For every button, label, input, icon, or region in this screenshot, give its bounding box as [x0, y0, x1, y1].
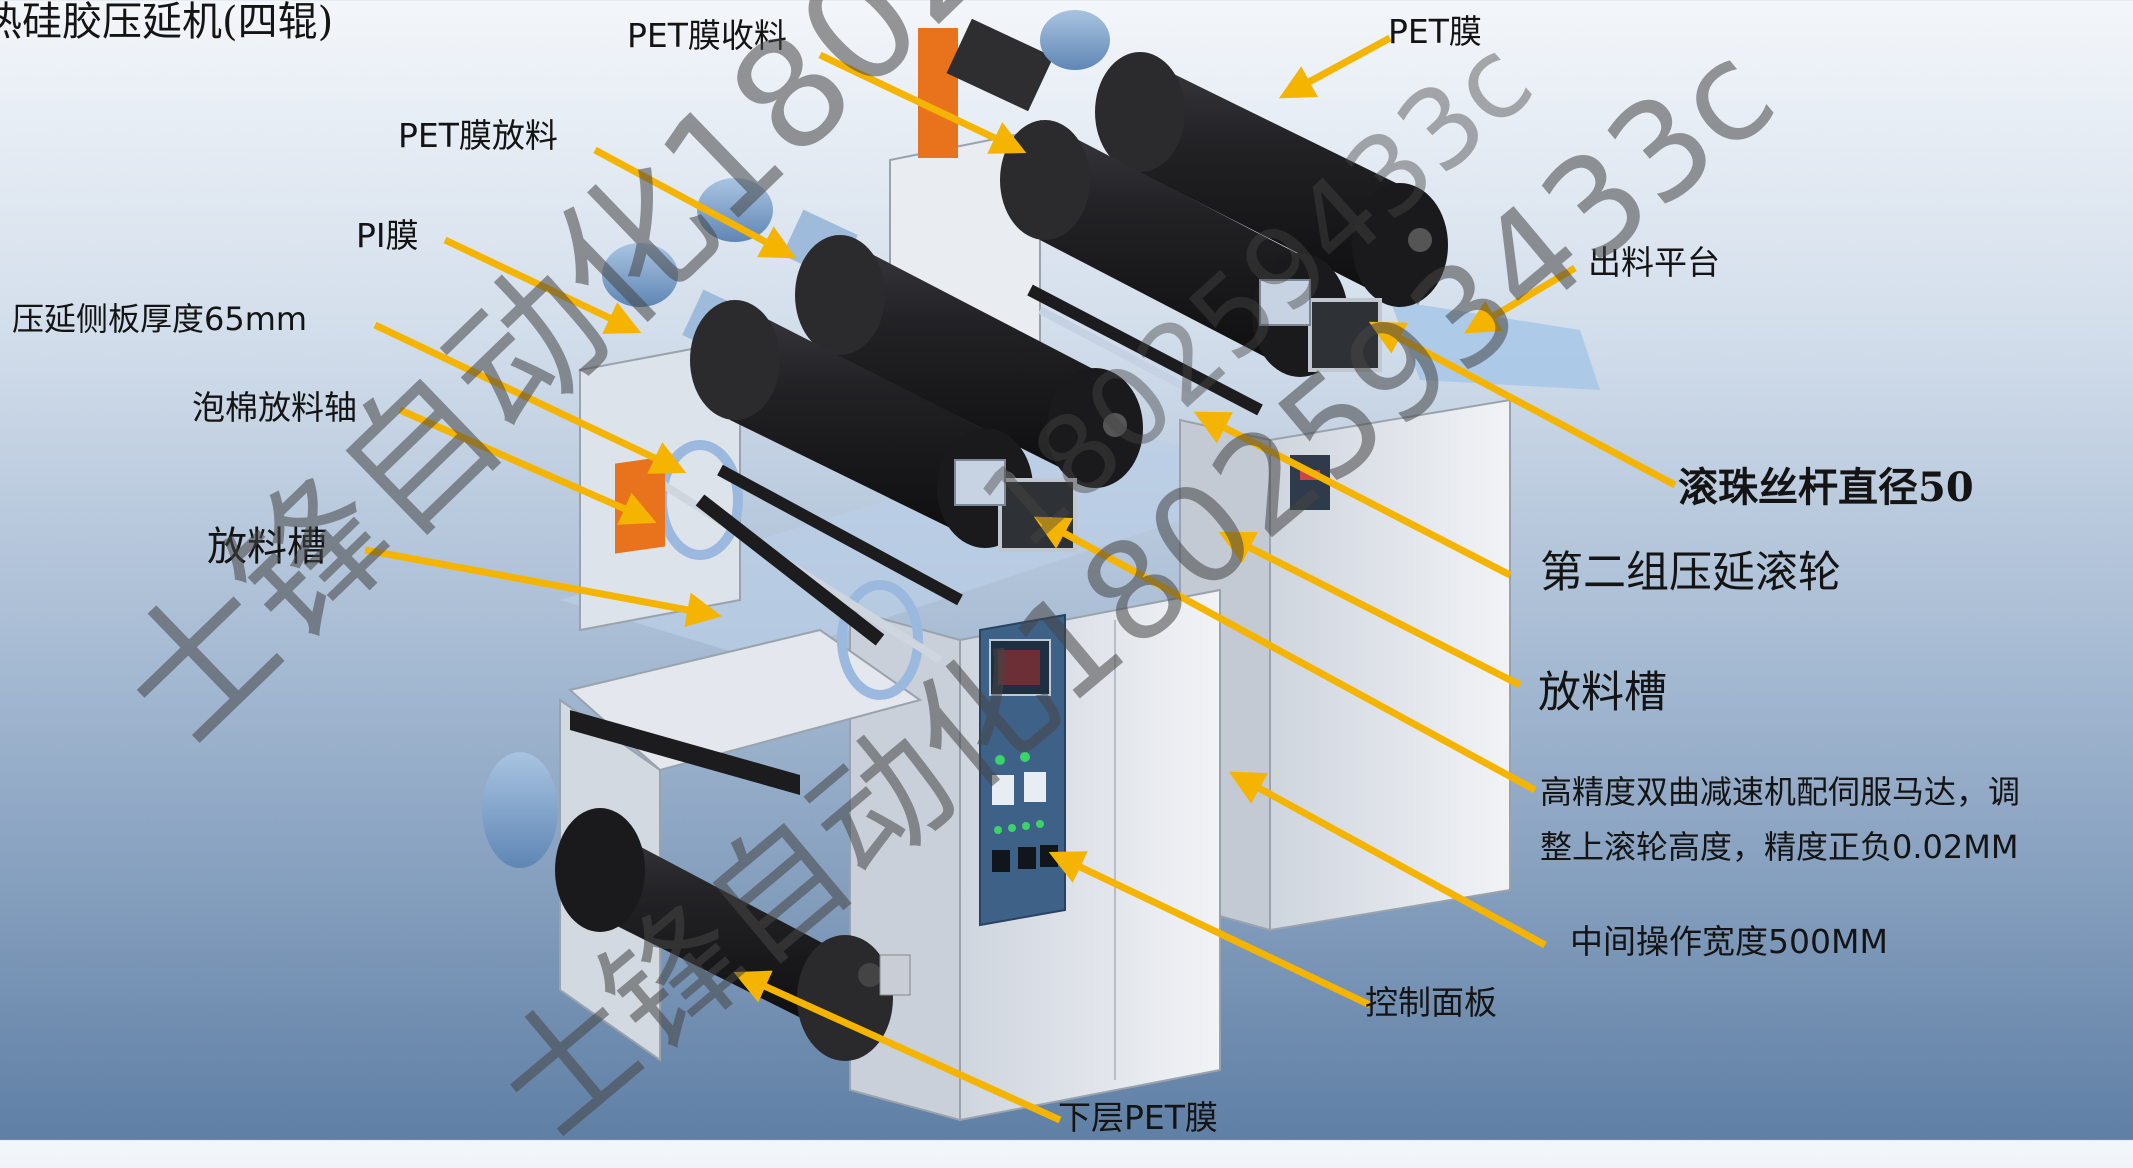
label-reducer-line2: 整上滚轮高度，精度正负0.02MM	[1540, 828, 2019, 866]
arrow-reducer	[1033, 516, 1537, 794]
lower-pet-roller	[482, 752, 911, 1061]
arrow-output-platform	[1463, 264, 1577, 334]
roller-top-back	[1095, 52, 1448, 307]
lower-guide-roller	[570, 710, 800, 795]
arrow-pet-film-top	[1278, 34, 1392, 99]
label-control-panel: 控制面板	[1365, 983, 1497, 1022]
output-platform-plate	[1390, 300, 1600, 390]
label-lower-pet-film: 下层PET膜	[1058, 1098, 1218, 1137]
rear-cabinet	[1179, 398, 1511, 932]
roller-mid-back	[795, 235, 1143, 488]
label-pet-take-up: PET膜收料	[627, 16, 787, 55]
arrow-pi-film	[443, 236, 642, 334]
arrow-control-panel	[1048, 851, 1372, 1009]
gearbox-upper	[1308, 298, 1382, 372]
arrow-foam-shaft	[398, 406, 657, 525]
machine-illustration	[364, 10, 1677, 1124]
label-middle-width: 中间操作宽度500MM	[1570, 922, 1888, 961]
diagram-stage: 热硅胶压延机(四辊) PET膜收料 PET膜 PET膜放料 PI膜 压延侧板厚度…	[0, 0, 2021, 1168]
label-second-roller-group: 第二组压延滚轮	[1540, 548, 1841, 598]
bearing-block-lower	[954, 459, 1006, 506]
label-output-platform: 出料平台	[1588, 243, 1720, 282]
label-feed-trough-right: 放料槽	[1538, 668, 1667, 718]
gearbox-lower	[998, 478, 1077, 552]
label-pet-film-top: PET膜	[1388, 12, 1482, 51]
arrow-middle-width	[1228, 771, 1547, 949]
guide-rods	[717, 284, 1263, 606]
label-foam-shaft: 泡棉放料轴	[192, 388, 357, 427]
control-panel-unit	[979, 613, 1066, 927]
orange-motor-housing	[918, 28, 958, 158]
label-feed-trough-left: 放料槽	[207, 524, 327, 570]
callout-arrows	[364, 34, 1677, 1124]
arrow-side-plate	[373, 321, 687, 474]
label-pet-unwind: PET膜放料	[398, 116, 558, 155]
arrow-lower-pet-film	[733, 970, 1062, 1124]
label-ball-screw: 滚珠丝杆直径50	[1678, 464, 1974, 511]
arrow-feed-trough-left	[364, 546, 722, 628]
label-pi-film: PI膜	[356, 216, 419, 255]
arrow-second-roller-group	[1193, 411, 1512, 579]
page-title: 热硅胶压延机(四辊)	[0, 0, 334, 45]
arrow-ball-screw	[1368, 321, 1677, 489]
arrow-pet-take-up	[818, 51, 1027, 154]
bearing-block-upper	[1259, 279, 1311, 326]
arrow-pet-unwind	[593, 146, 797, 259]
label-reducer-line1: 高精度双曲减速机配伺服马达，调	[1540, 773, 2021, 811]
frame-base-plate	[560, 430, 1300, 660]
arrow-feed-trough-right	[1218, 531, 1522, 689]
label-side-plate: 压延侧板厚度65mm	[12, 300, 308, 338]
